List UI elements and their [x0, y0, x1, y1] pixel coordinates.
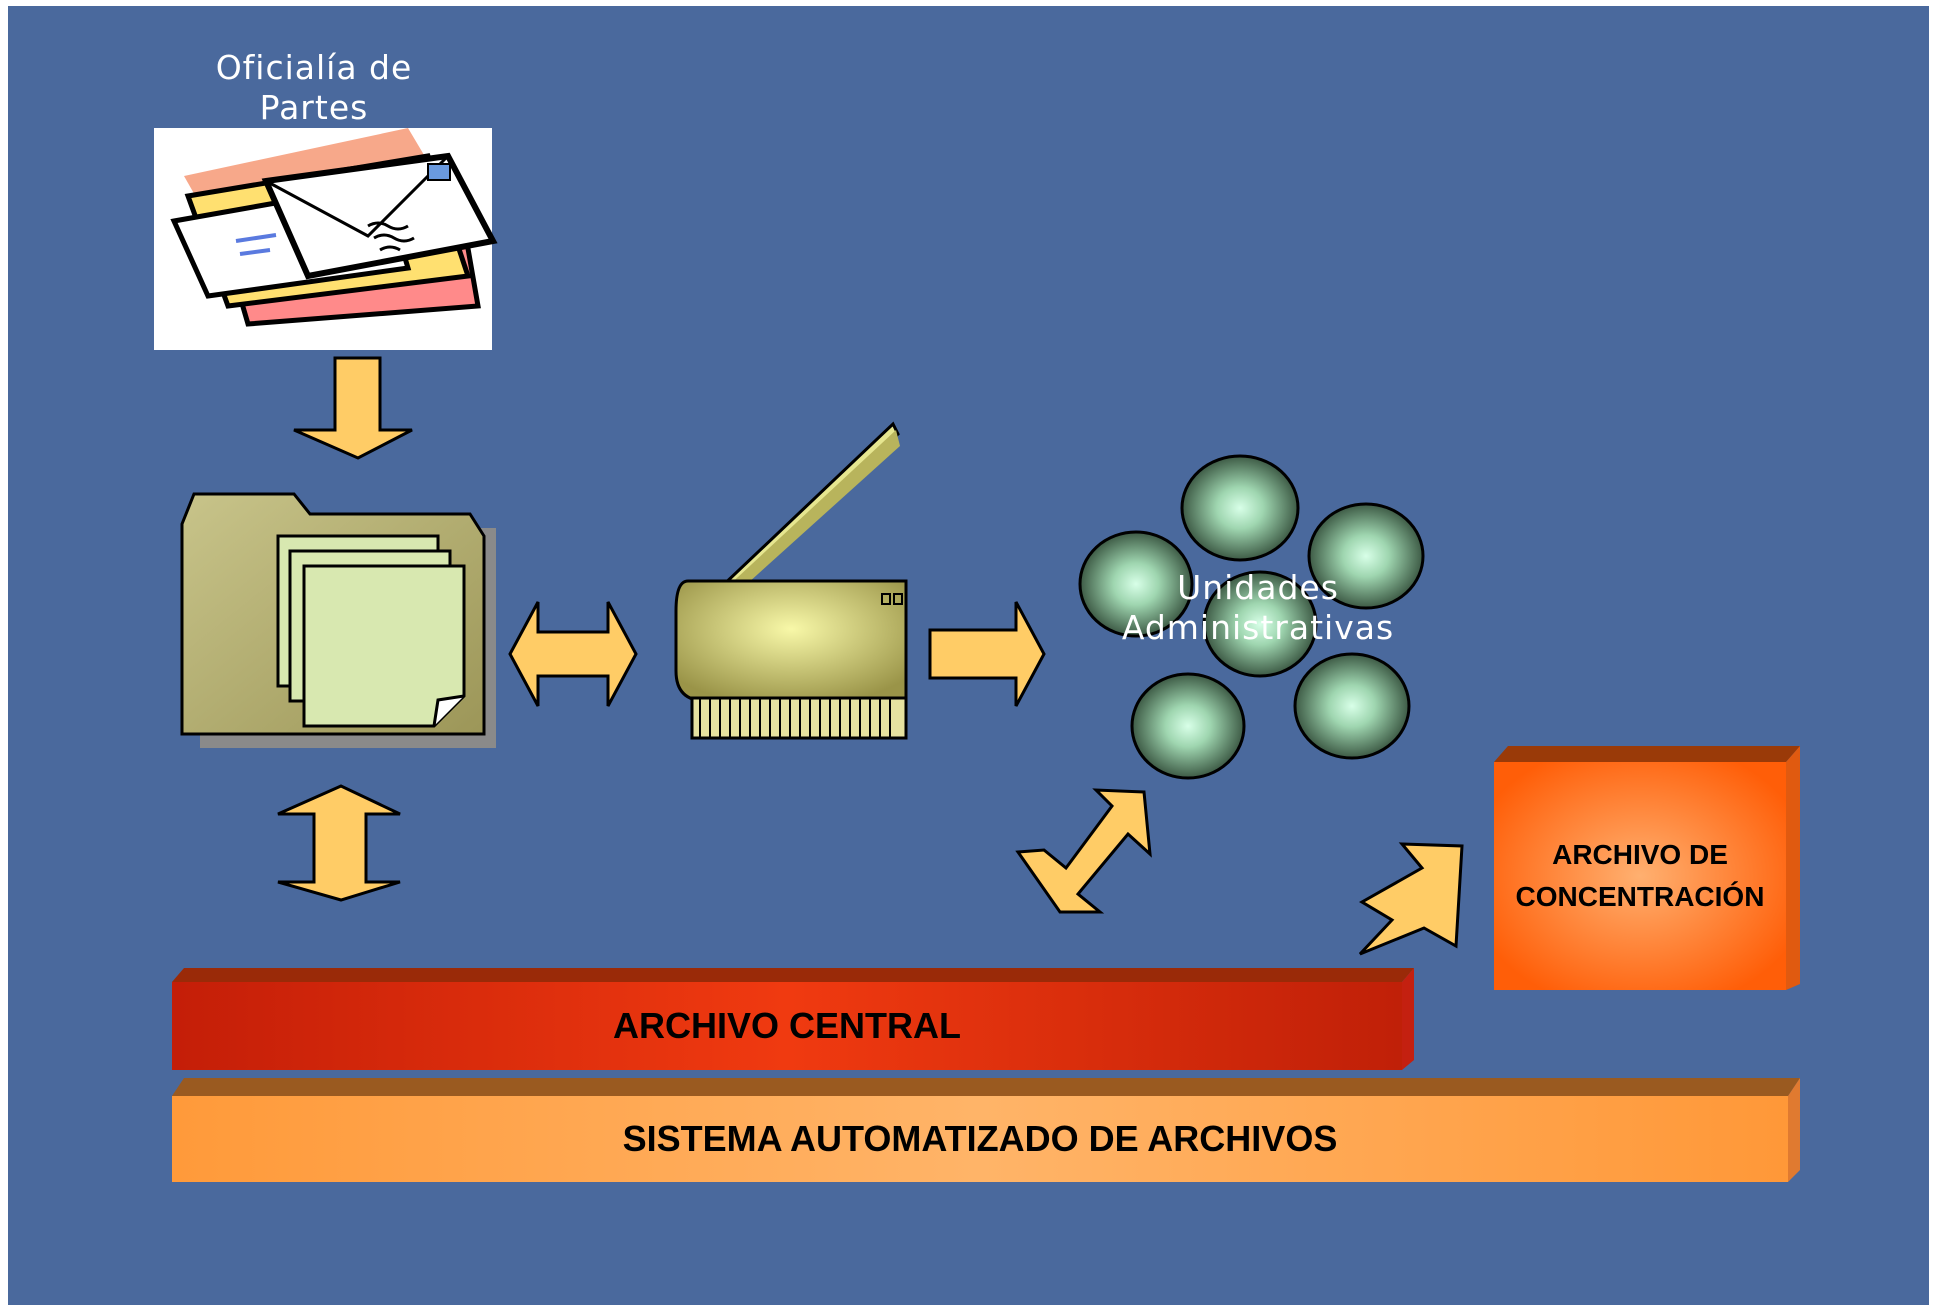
unidades-label-line2: Administrativas — [1121, 608, 1395, 647]
sistema-label: SISTEMA AUTOMATIZADO DE ARCHIVOS — [622, 1118, 1338, 1159]
oficialia-label-line2: Partes — [259, 88, 369, 127]
concentracion-box — [1494, 746, 1800, 990]
diagram-slide: Oficialía de Partes Unidades Administrat… — [8, 6, 1929, 1305]
arrow-to-concentracion — [1358, 842, 1464, 956]
circles-cluster-icon — [1078, 454, 1425, 780]
concentracion-label-line1: ARCHIVO DE — [1552, 839, 1728, 870]
unidades-label: Unidades Administrativas — [1098, 568, 1418, 648]
envelopes-icon — [154, 128, 498, 350]
arrow-down-to-folder — [293, 356, 413, 460]
concentracion-label: ARCHIVO DE CONCENTRACIÓN — [1494, 834, 1786, 918]
sistema-box — [172, 1078, 1800, 1182]
scanner-icon — [674, 421, 908, 740]
concentracion-label-line2: CONCENTRACIÓN — [1515, 881, 1765, 912]
oficialia-label: Oficialía de Partes — [204, 48, 424, 128]
arrow-scanner-to-units — [928, 601, 1046, 707]
unidades-label-line1: Unidades — [1177, 568, 1339, 607]
arrow-folder-scanner — [508, 601, 638, 707]
oficialia-label-line1: Oficialía de — [215, 48, 413, 87]
arrow-units-central — [1015, 788, 1152, 914]
archivo-central-box — [172, 968, 1414, 1070]
folder-icon — [180, 492, 496, 748]
archivo-central-label: ARCHIVO CENTRAL — [613, 1005, 961, 1046]
arrow-folder-central — [277, 784, 401, 902]
